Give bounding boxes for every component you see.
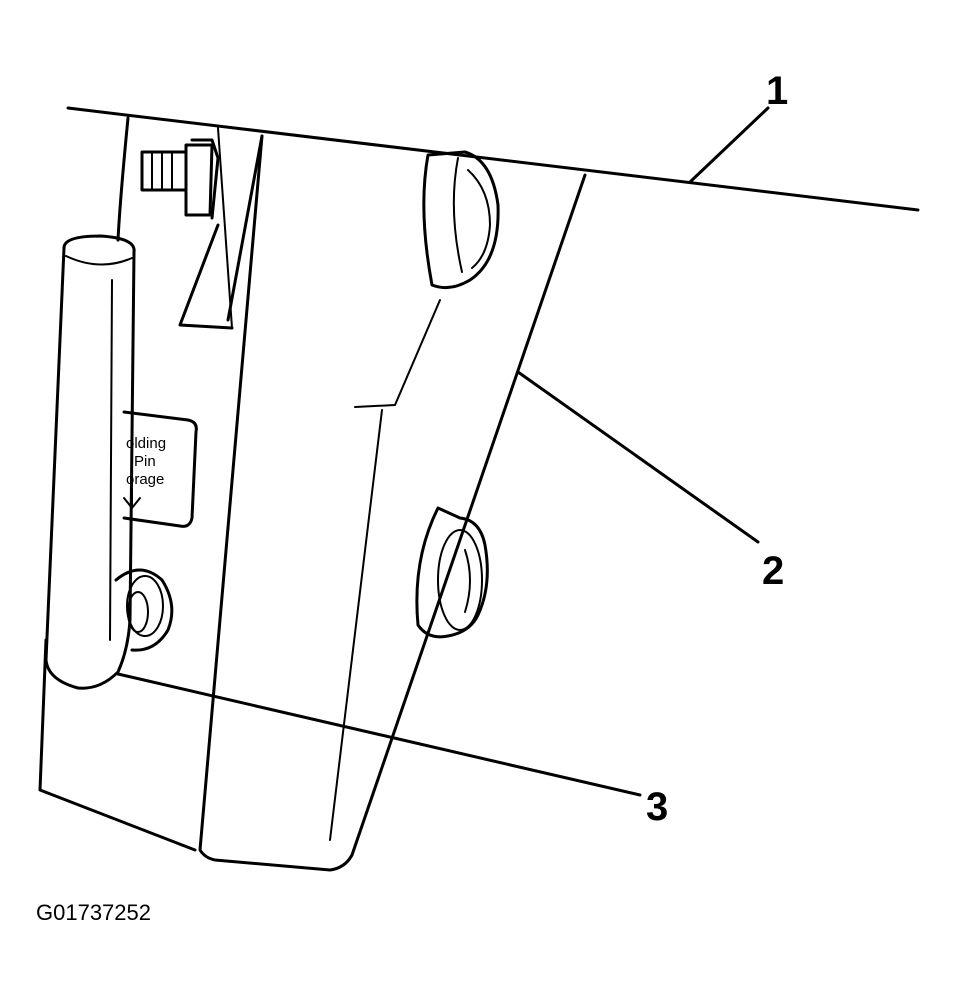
upper-boss (422, 150, 500, 290)
callout-2: 2 (762, 549, 784, 593)
callout-3: 3 (646, 785, 668, 829)
decal-line-2: Pin (134, 453, 156, 470)
leader-line-1 (688, 106, 770, 184)
receiver-bracket-body (198, 134, 587, 872)
callout-1: 1 (766, 69, 788, 113)
leader-line-2 (516, 370, 760, 544)
storage-housing (38, 116, 197, 852)
gusset (178, 223, 234, 330)
storage-decal: olding Pin orage (122, 410, 198, 528)
bracket-inner-edge (226, 134, 264, 322)
mounting-bolt (140, 138, 220, 220)
lower-bushing (415, 506, 489, 639)
decal-line-3: orage (126, 471, 164, 488)
hitch-pin (44, 234, 174, 690)
figure-id: G01737252 (36, 900, 151, 925)
bracket-crease (329, 299, 441, 841)
reference-line-1 (66, 106, 920, 212)
gusset-edge (217, 127, 233, 329)
leader-line-3 (116, 672, 642, 797)
decal-line-1: olding (126, 435, 166, 452)
